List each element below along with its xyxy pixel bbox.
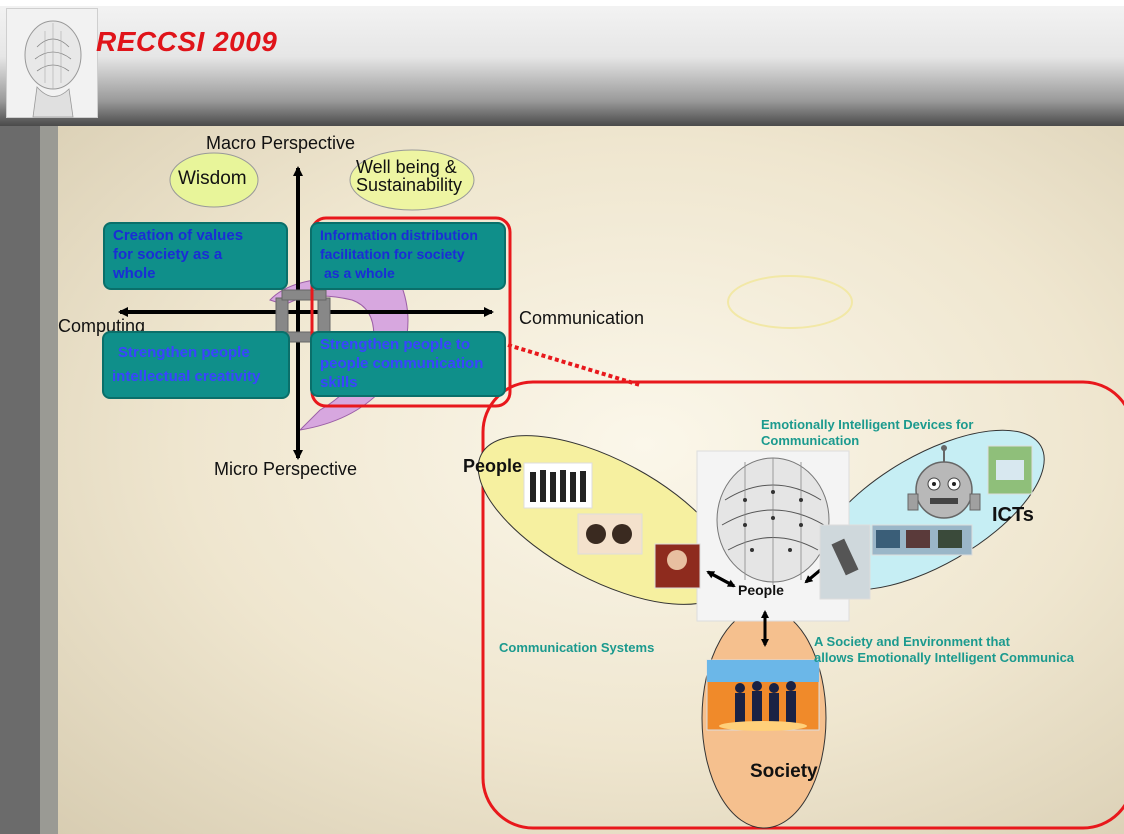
wisdom-label: Wisdom — [178, 168, 247, 189]
wellbeing-label-line1: Well being & — [356, 157, 457, 177]
box-bottom-left-line2: intellectual creativity — [112, 368, 261, 385]
box-bottom-right: Strengthen people to people communicatio… — [310, 331, 506, 397]
photo-society — [706, 659, 820, 731]
box-top-left-line1: Creation of values — [113, 227, 244, 244]
people-group-label: People — [463, 456, 523, 476]
head-logo-image — [6, 8, 98, 118]
wellbeing-oval — [349, 149, 475, 211]
dotted-connector — [507, 343, 641, 387]
society-label: Society — [750, 761, 818, 782]
box-top-right-line1: Information distribution — [320, 227, 478, 243]
wellbeing-label: Well being & Sustainability — [356, 158, 462, 194]
faint-oval — [727, 275, 853, 329]
slide-header: RECCSI 2009 — [0, 0, 1124, 126]
emotional-devices-line2: Communication — [761, 433, 860, 448]
box-bottom-right-line3: skills — [320, 374, 358, 391]
header-top-band — [0, 0, 1124, 6]
highlight-frame — [310, 216, 512, 408]
wellbeing-label-line2: Sustainability — [356, 175, 463, 195]
slide-title: RECCSI 2009 — [96, 26, 278, 57]
box-bottom-right-line1: Strengthen people to — [320, 336, 470, 353]
society-environment-label: A Society and Environment that allows Em… — [814, 634, 1124, 666]
photo-group-icts — [819, 445, 1033, 600]
micro-perspective-label: Micro Perspective — [214, 459, 358, 479]
society-environment-line2: allows Emotionally Intelligent Communica — [814, 650, 1075, 665]
communication-systems-label: Communication Systems — [499, 640, 655, 655]
box-top-left-line2: for society as a — [113, 246, 223, 263]
box-bottom-right-line2: people communication — [320, 355, 484, 372]
box-top-right-line2: facilitation for society — [320, 246, 465, 262]
center-people-label: People — [738, 582, 784, 598]
icts-label: ICTs — [992, 504, 1034, 526]
box-bottom-left: Strengthen people intellectual creativit… — [102, 331, 290, 399]
box-top-left: Creation of values for society as a whol… — [103, 222, 288, 290]
wisdom-oval — [169, 152, 259, 208]
cycle-arrows — [275, 289, 331, 343]
left-accent-bar — [0, 126, 40, 834]
detail-frame — [481, 380, 1124, 830]
macro-perspective-label: Macro Perspective — [206, 133, 356, 153]
arrow-people-left-back — [706, 570, 735, 588]
box-top-right-line3: as a whole — [324, 265, 395, 281]
left-accent-bar-inner — [40, 126, 58, 834]
society-environment-line1: A Society and Environment that — [814, 634, 1010, 649]
box-top-left-line3: whole — [113, 265, 156, 282]
emotional-devices-label: Emotionally Intelligent Devices for Comm… — [761, 417, 973, 449]
box-bottom-left-line1: Strengthen people — [118, 344, 250, 361]
emotional-devices-line1: Emotionally Intelligent Devices for — [761, 417, 974, 432]
photo-group-people — [523, 462, 701, 589]
communication-label: Communication — [519, 308, 645, 328]
box-top-right: Information distribution facilitation fo… — [310, 222, 506, 290]
